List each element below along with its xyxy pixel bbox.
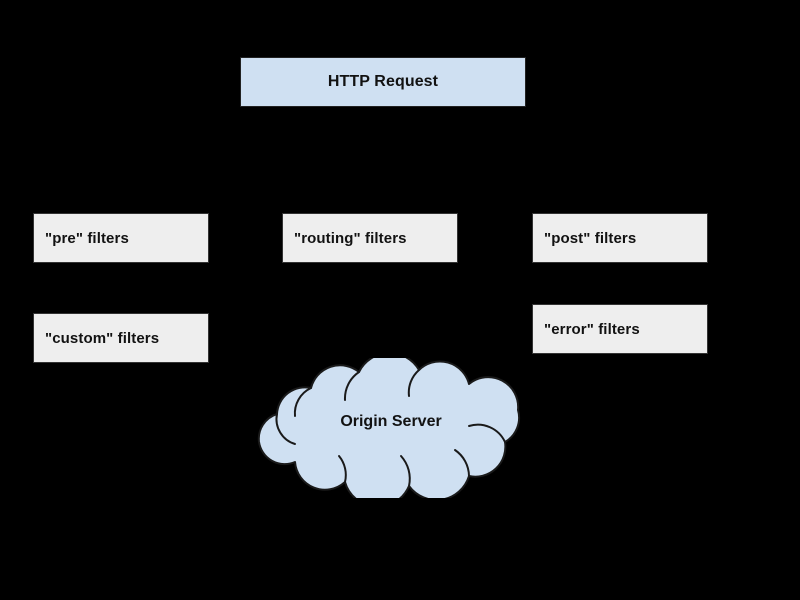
node-routing-filters-label: "routing" filters bbox=[294, 229, 407, 247]
node-post-filters[interactable]: "post" filters bbox=[532, 213, 708, 263]
node-http-request[interactable]: HTTP Request bbox=[240, 57, 526, 107]
cloud-shape-icon bbox=[257, 358, 521, 498]
node-post-filters-label: "post" filters bbox=[544, 229, 637, 247]
node-origin-server[interactable]: Origin Server bbox=[233, 358, 533, 498]
node-routing-filters[interactable]: "routing" filters bbox=[282, 213, 458, 263]
node-pre-filters-label: "pre" filters bbox=[45, 229, 129, 247]
node-custom-filters[interactable]: "custom" filters bbox=[33, 313, 209, 363]
node-error-filters-label: "error" filters bbox=[544, 320, 640, 338]
node-custom-filters-label: "custom" filters bbox=[45, 329, 160, 347]
node-pre-filters[interactable]: "pre" filters bbox=[33, 213, 209, 263]
node-error-filters[interactable]: "error" filters bbox=[532, 304, 708, 354]
node-http-request-label: HTTP Request bbox=[327, 73, 439, 90]
